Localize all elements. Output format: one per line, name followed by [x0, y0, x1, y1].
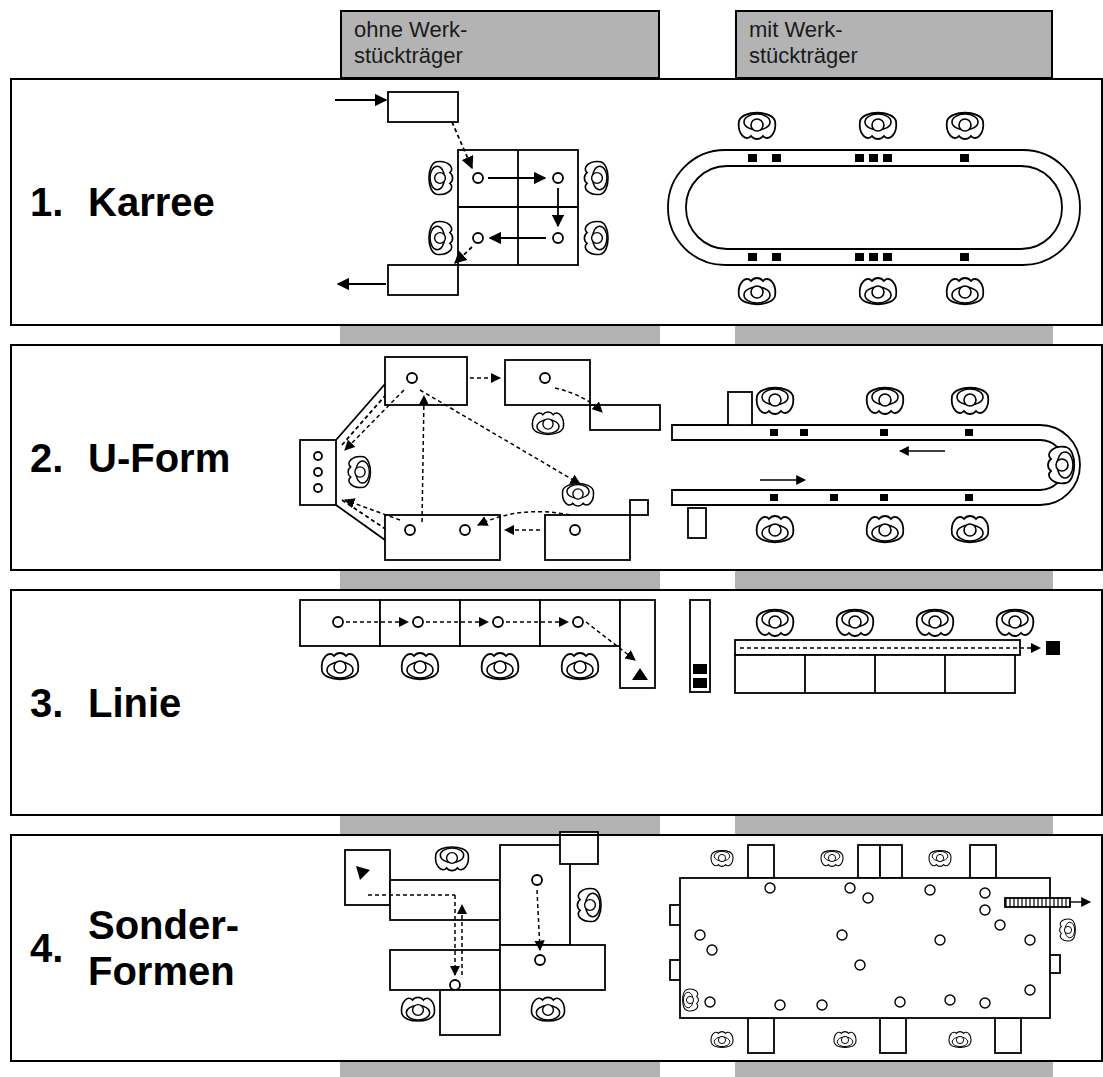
u-form-layout: [300, 357, 660, 560]
column-header: ohne Werk- stückträger: [340, 10, 660, 79]
row-title: Linie: [88, 680, 278, 726]
panel-ground: [10, 78, 1103, 1062]
row-number: 3.: [30, 680, 88, 726]
karree-layout: [335, 92, 608, 295]
row-title: U-Form: [88, 435, 278, 481]
special-conveyor: [670, 845, 1090, 1053]
u-conveyor: [672, 388, 1080, 543]
row-panel: 2.U-Form: [10, 344, 1103, 571]
column-heading: ohne Werk- stückträger: [354, 17, 504, 69]
row-title: Karree: [88, 179, 278, 225]
line-conveyor: [690, 600, 1060, 693]
row-panel: 3.Linie: [10, 589, 1103, 816]
row-number: 1.: [30, 179, 88, 225]
special-layout: [345, 832, 605, 1035]
row-title: Sonder- Formen: [88, 902, 278, 994]
oval-conveyor: [668, 113, 1080, 305]
column-header: mit Werk- stückträger: [735, 10, 1053, 79]
line-layout: [300, 600, 655, 688]
row-number: 2.: [30, 435, 88, 481]
row-panel: 4.Sonder- Formen: [10, 834, 1103, 1062]
column-heading: mit Werk- stückträger: [749, 17, 899, 69]
row-number: 4.: [30, 925, 88, 971]
row-panel: 1.Karree: [10, 78, 1103, 326]
